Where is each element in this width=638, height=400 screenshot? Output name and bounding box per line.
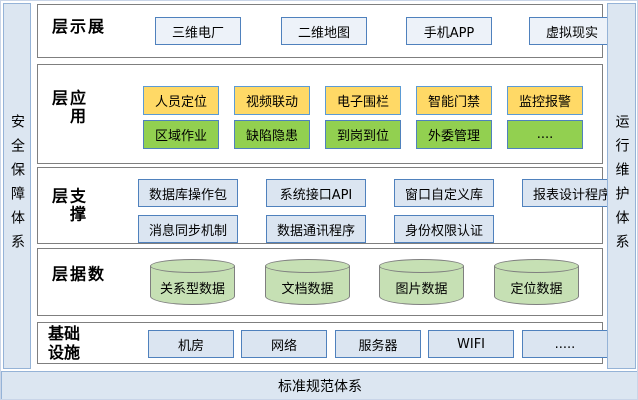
datastore-cylinder: 定位数据 xyxy=(494,259,579,305)
cylinder-top xyxy=(379,259,464,273)
application-item: 外委管理 xyxy=(416,120,492,149)
cylinder-label: 关系型数据 xyxy=(159,282,225,297)
support-item: 数据库操作包 xyxy=(138,179,238,207)
application-item: .... xyxy=(507,120,583,149)
support-item: 报表设计程序 xyxy=(522,179,622,207)
presentation-item: 虚拟现实 xyxy=(529,17,615,45)
layer-label-infrastructure: 基础设施 xyxy=(47,324,80,362)
application-item: 人员定位 xyxy=(143,86,219,115)
infrastructure-item: ..... xyxy=(522,330,608,358)
support-item: 系统接口API xyxy=(266,179,366,207)
cylinder-label: 图片数据 xyxy=(395,282,448,297)
cylinder-label: 定位数据 xyxy=(510,282,563,297)
application-item: 缺陷隐患 xyxy=(234,120,310,149)
cylinder-top xyxy=(150,259,235,273)
right-system-bar-label: 运行维护体系 xyxy=(613,114,630,258)
datastore-cylinder: 关系型数据 xyxy=(150,259,235,305)
left-system-bar: 安全保障体系 xyxy=(3,3,31,369)
cylinder-top xyxy=(494,259,579,273)
application-item: 智能门禁 xyxy=(416,86,492,115)
support-item: 身份权限认证 xyxy=(394,215,494,243)
application-item: 电子围栏 xyxy=(325,86,401,115)
support-item: 消息同步机制 xyxy=(138,215,238,243)
presentation-item: 手机APP xyxy=(406,17,492,45)
layer-application: 应用层 人员定位视频联动电子围栏智能门禁监控报警区域作业缺陷隐患到岗到位外委管理.… xyxy=(37,64,603,164)
layer-presentation: 展示层 三维电厂 二维地图 手机APP 虚拟现实 xyxy=(37,4,615,58)
bottom-system-bar-label: 标准规范体系 xyxy=(278,378,362,395)
infrastructure-item: WIFI xyxy=(428,330,514,358)
support-item: 数据通讯程序 xyxy=(266,215,366,243)
datastore-cylinder: 图片数据 xyxy=(379,259,464,305)
cylinder-label: 文档数据 xyxy=(281,282,334,297)
support-item: 窗口自定义库 xyxy=(394,179,494,207)
application-item: 到岗到位 xyxy=(325,120,401,149)
layer-data: 数据层关系型数据 文档数据 图片数据 定位数据 xyxy=(37,248,603,316)
datastore-cylinder: 文档数据 xyxy=(265,259,350,305)
infrastructure-item: 网络 xyxy=(241,330,327,358)
cylinder-top xyxy=(265,259,350,273)
layer-label-data: 数据层 xyxy=(49,265,104,284)
left-system-bar-label: 安全保障体系 xyxy=(9,114,25,258)
presentation-item: 三维电厂 xyxy=(155,17,241,45)
application-item: 视频联动 xyxy=(234,86,310,115)
right-system-bar: 运行维护体系 xyxy=(607,3,636,369)
bottom-system-bar: 标准规范体系 xyxy=(1,371,637,399)
application-item: 监控报警 xyxy=(507,86,583,115)
infrastructure-item: 服务器 xyxy=(335,330,421,358)
layer-support: 支撑层 数据库操作包系统接口API 窗口自定义库报表设计程序消息同步机制数据通讯程序… xyxy=(37,167,622,244)
layer-label-presentation: 展示层 xyxy=(49,18,104,36)
layer-label-application: 应用层 xyxy=(49,89,86,126)
infrastructure-item: 机房 xyxy=(148,330,234,358)
layer-label-support: 支撑层 xyxy=(49,186,86,223)
application-item: 区域作业 xyxy=(143,120,219,149)
presentation-item: 二维地图 xyxy=(281,17,367,45)
